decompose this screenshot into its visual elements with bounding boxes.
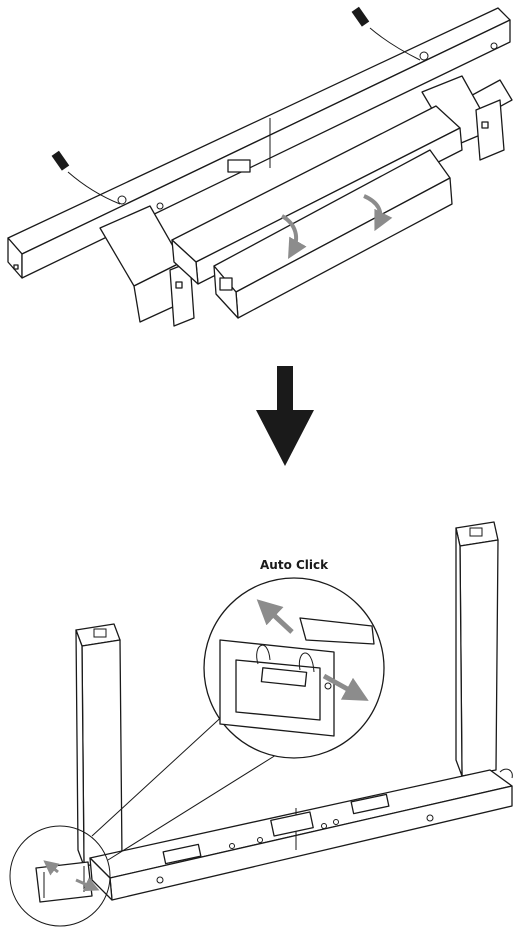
lower-frame [89, 768, 513, 901]
right-leg [455, 521, 499, 777]
cable-right [351, 6, 421, 61]
rotate-arrow-right [363, 194, 393, 232]
step-2-illustration [9, 521, 513, 927]
left-bracket [99, 205, 195, 327]
arrow-release-down [322, 673, 369, 701]
cable-left [51, 150, 121, 205]
left-leg [75, 623, 123, 867]
arrow-release-up [256, 599, 294, 634]
down-arrow-icon [256, 366, 314, 466]
rotate-arrow-left [280, 214, 307, 259]
detail-callout [203, 577, 385, 759]
detail-circle-small [9, 825, 111, 927]
leg-lower [213, 149, 453, 319]
step-1-illustration [7, 6, 513, 327]
auto-click-label: Auto Click [260, 558, 329, 572]
